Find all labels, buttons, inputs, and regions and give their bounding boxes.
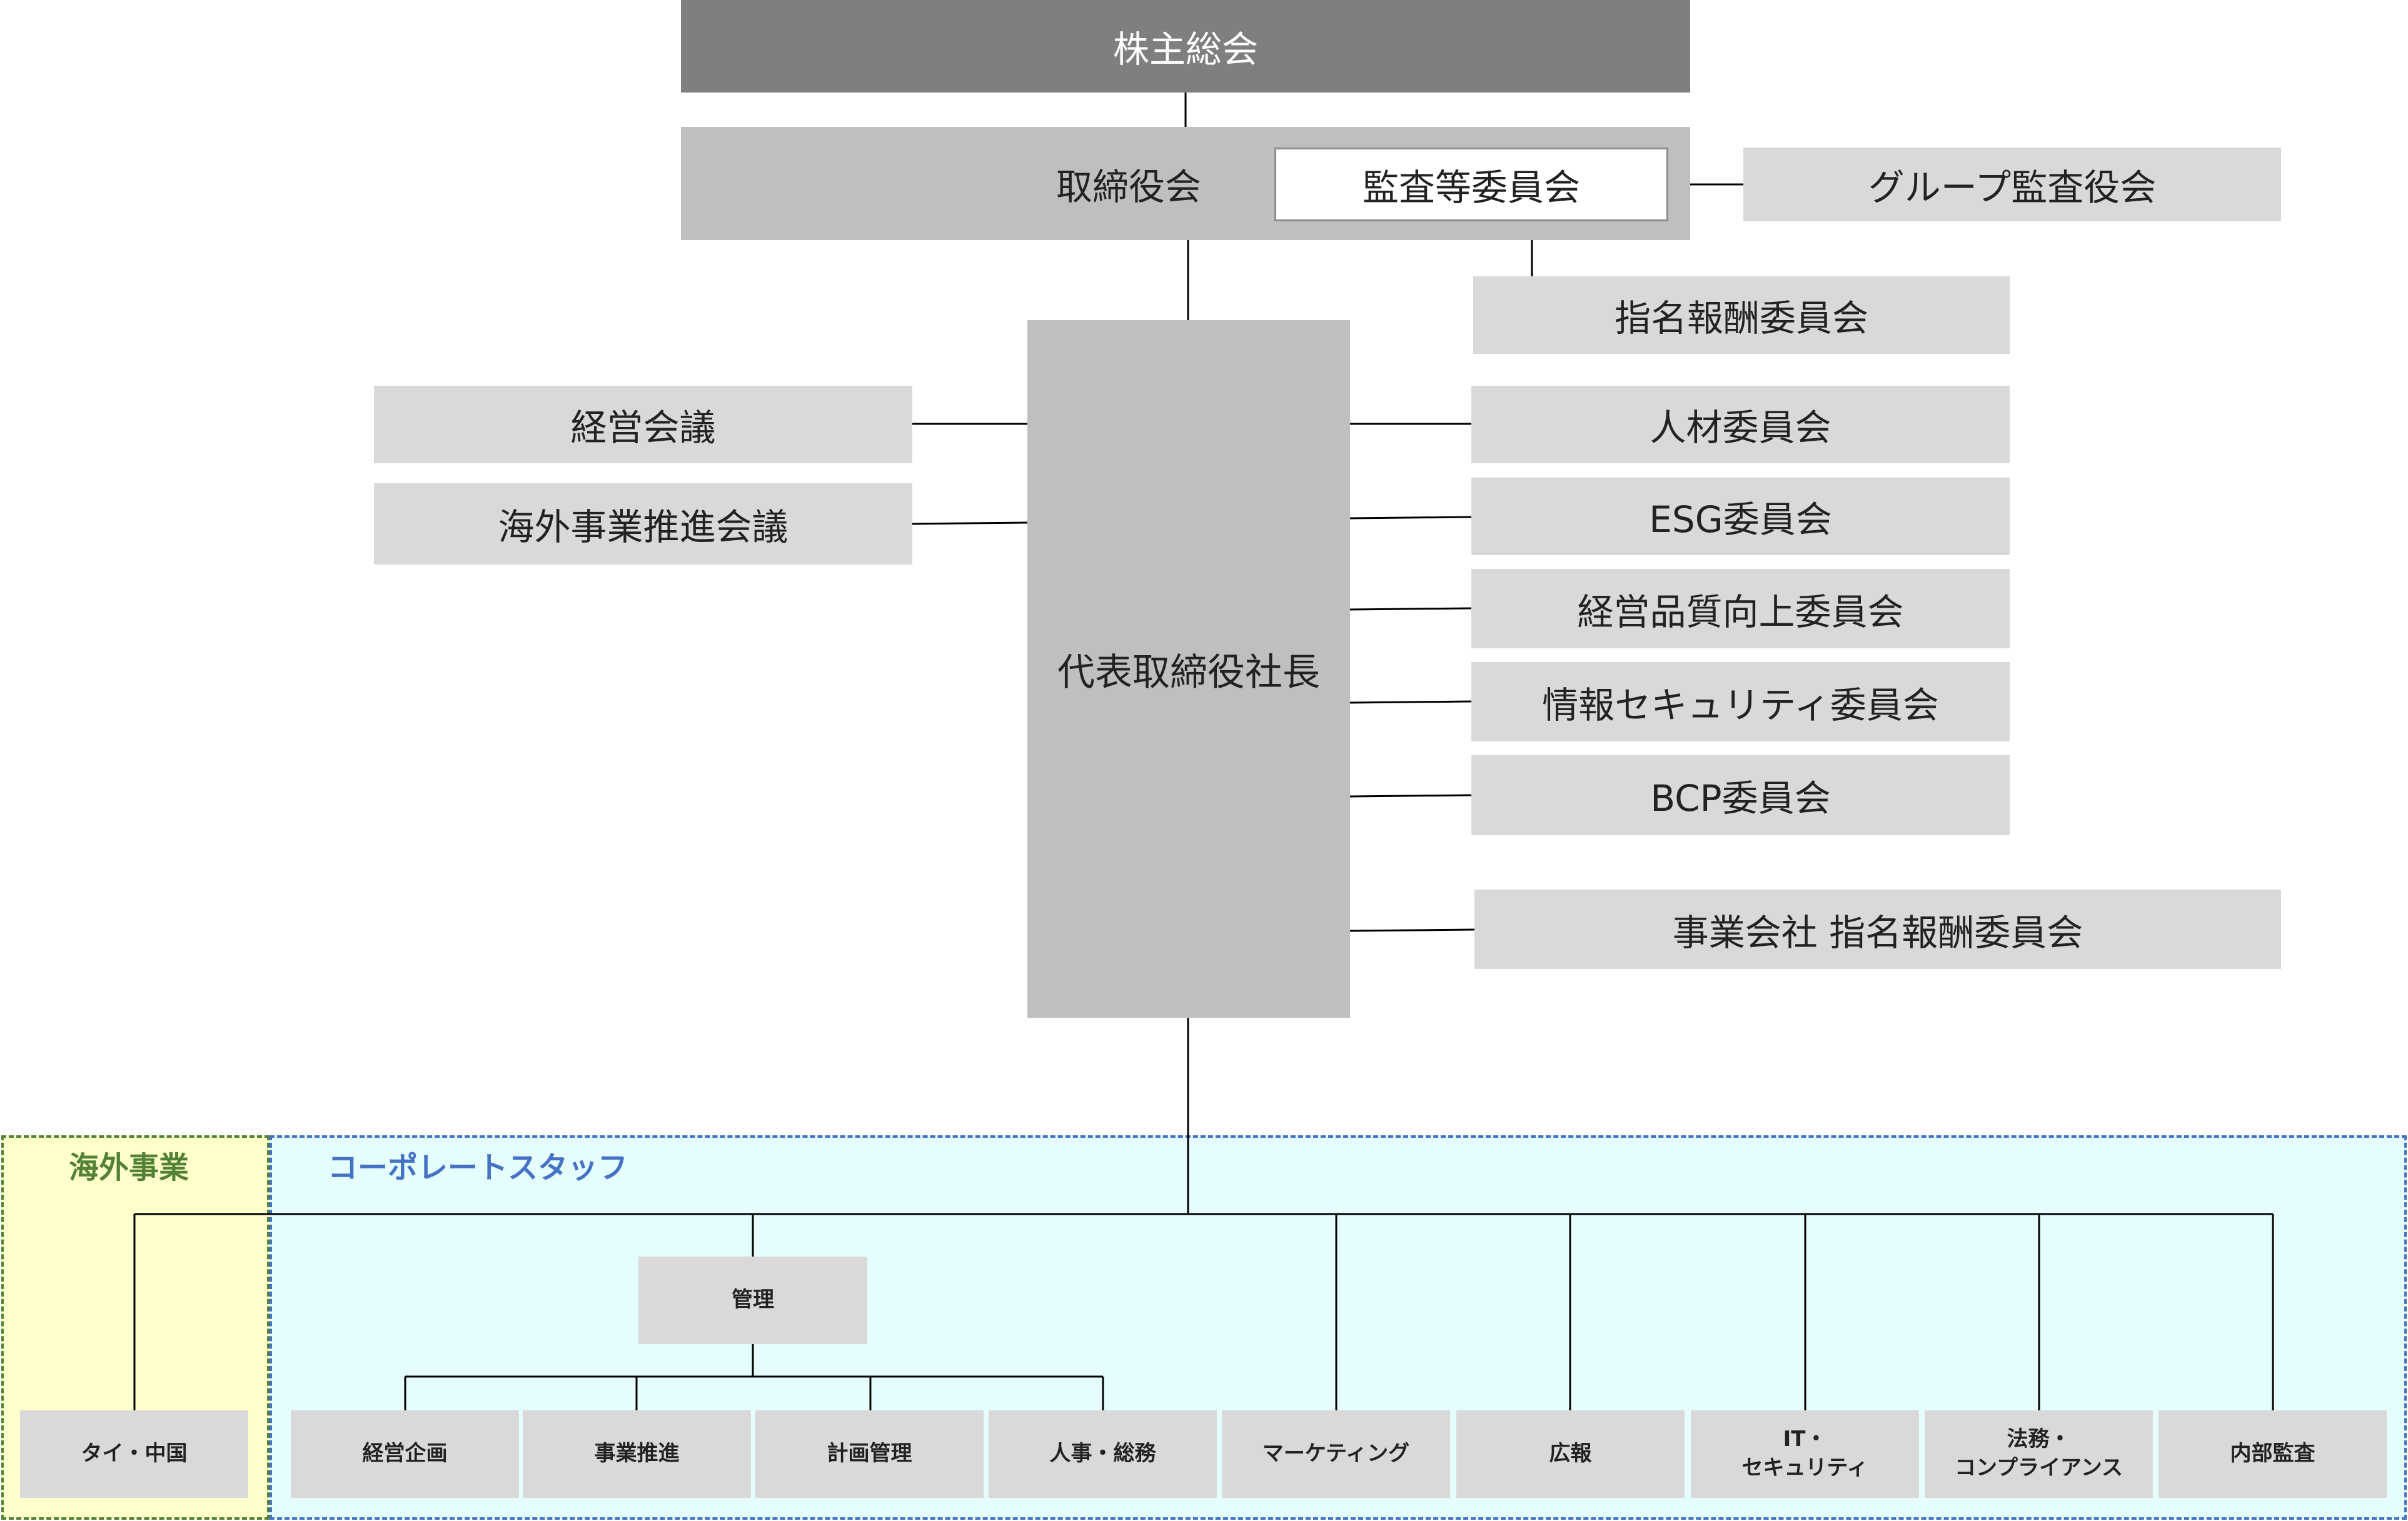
group-audit-board-label: グループ監査役会	[1868, 166, 2157, 209]
information-security-committee-label: 情報セキュリティ委員会	[1542, 683, 1939, 726]
president-box: 代表取締役社長	[1027, 320, 1350, 1018]
esg-committee-label: ESG委員会	[1649, 498, 1832, 541]
unit-label: 内部監査	[2230, 1441, 2315, 1467]
esg-committee-box: ESG委員会	[1471, 478, 2010, 555]
unit-hr-general-affairs: 人事・総務	[989, 1410, 1217, 1498]
quality-improvement-committee-box: 経営品質向上委員会	[1471, 569, 2010, 648]
unit-corporate-planning: 経営企画	[291, 1410, 519, 1498]
hr-committee-label: 人材委員会	[1650, 406, 1831, 449]
management-meeting-box: 経営会議	[374, 386, 912, 463]
unit-marketing: マーケティング	[1222, 1410, 1450, 1498]
quality-improvement-committee-label: 経営品質向上委員会	[1577, 590, 1904, 633]
audit-committee-box: 監査等委員会	[1274, 148, 1668, 221]
unit-planning-control: 計画管理	[755, 1410, 984, 1498]
information-security-committee-box: 情報セキュリティ委員会	[1471, 662, 2010, 741]
unit-label: 人事・総務	[1049, 1441, 1156, 1467]
management-unit-label: 管理	[732, 1287, 774, 1313]
unit-label: マーケティング	[1262, 1441, 1410, 1467]
unit-thailand-china: タイ・中国	[20, 1410, 248, 1498]
shareholders-meeting-box: 株主総会	[681, 0, 1690, 93]
hr-committee-box: 人材委員会	[1471, 386, 2010, 463]
unit-label: 経営企画	[362, 1441, 448, 1467]
audit-committee-label: 監査等委員会	[1362, 166, 1580, 209]
group-audit-board-box: グループ監査役会	[1743, 148, 2281, 221]
board-of-directors-label: 取締役会	[1056, 165, 1202, 208]
unit-label: 広報	[1549, 1441, 1592, 1467]
subsidiary-nomination-committee-box: 事業会社 指名報酬委員会	[1474, 890, 2281, 969]
management-unit-box: 管理	[638, 1257, 867, 1344]
bcp-committee-box: BCP委員会	[1471, 755, 2010, 835]
overseas-business-meeting-box: 海外事業推進会議	[374, 483, 912, 565]
unit-label: 事業推進	[594, 1441, 680, 1467]
management-meeting-label: 経営会議	[570, 406, 716, 449]
unit-internal-audit: 内部監査	[2159, 1410, 2387, 1498]
unit-it-security: IT・ セキュリティ	[1691, 1410, 1919, 1498]
overseas-business-meeting-label: 海外事業推進会議	[498, 506, 788, 548]
subsidiary-nomination-committee-label: 事業会社 指名報酬委員会	[1672, 911, 2083, 954]
unit-label: 計画管理	[827, 1441, 912, 1467]
overseas-region-title: 海外事業	[69, 1150, 189, 1185]
unit-business-promotion: 事業推進	[523, 1410, 751, 1498]
corporate-staff-region-title: コーポレートスタッフ	[328, 1150, 628, 1185]
nomination-remuneration-committee-box: 指名報酬委員会	[1473, 276, 2010, 354]
unit-legal-compliance: 法務・ コンプライアンス	[1925, 1410, 2153, 1498]
bcp-committee-label: BCP委員会	[1650, 777, 1831, 820]
shareholders-meeting-label: 株主総会	[1112, 28, 1258, 71]
unit-label: タイ・中国	[81, 1441, 188, 1467]
unit-label: IT・ セキュリティ	[1741, 1427, 1868, 1480]
nomination-remuneration-committee-label: 指名報酬委員会	[1614, 297, 1868, 339]
unit-public-relations: 広報	[1456, 1410, 1685, 1498]
unit-label: 法務・ コンプライアンス	[1955, 1427, 2123, 1480]
president-label: 代表取締役社長	[1057, 650, 1320, 695]
